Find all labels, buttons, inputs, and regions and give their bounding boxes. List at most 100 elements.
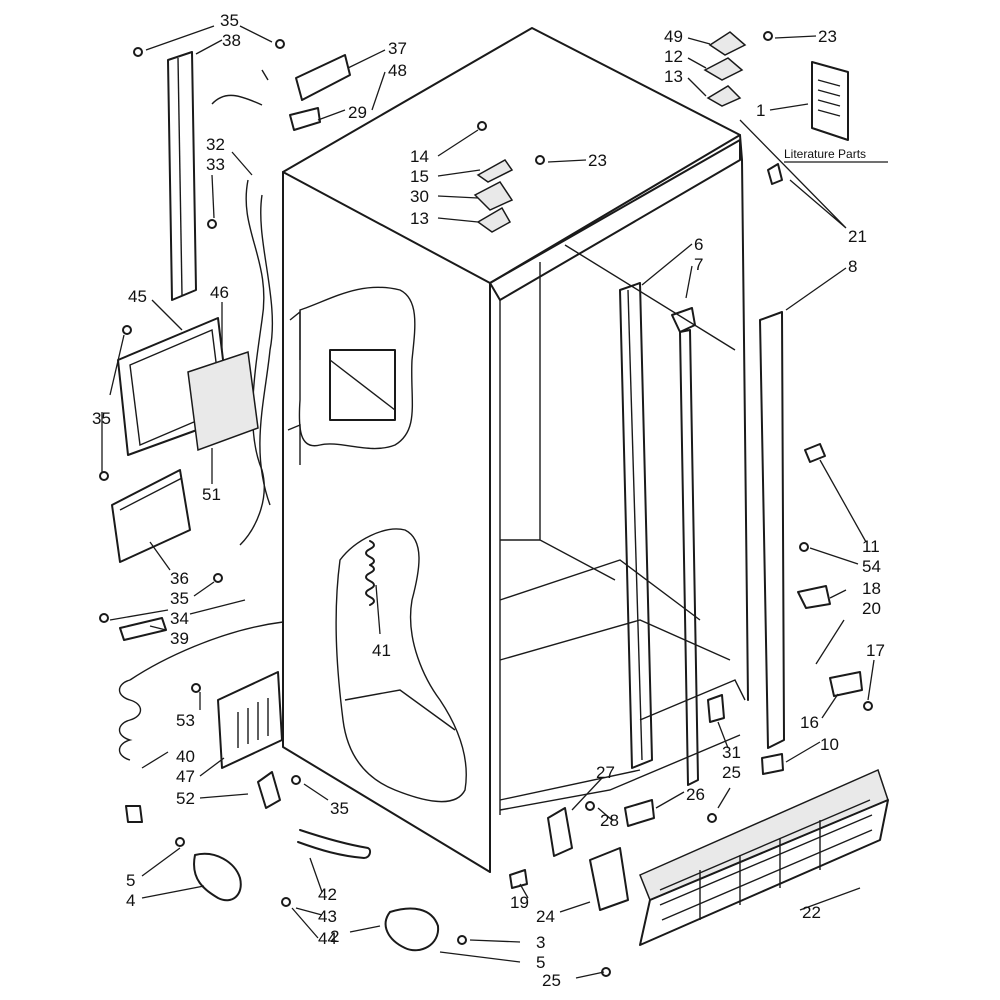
callout-18: 18 xyxy=(862,579,881,598)
hinge-13b xyxy=(706,85,742,107)
literature-parts-label: Literature Parts xyxy=(784,147,866,161)
tubing-42 xyxy=(297,829,372,859)
callout-46: 46 xyxy=(210,283,229,302)
connector-29 xyxy=(211,69,321,131)
power-cord-40 xyxy=(118,621,284,823)
callout-48: 48 xyxy=(388,61,407,80)
callout-36: 36 xyxy=(170,569,189,588)
callout-30: 30 xyxy=(410,187,429,206)
callout-28: 28 xyxy=(600,811,619,830)
callout-52: 52 xyxy=(176,789,195,808)
callout-16: 16 xyxy=(800,713,819,732)
callout-8: 8 xyxy=(848,257,857,276)
toe-grille-22 xyxy=(639,768,889,946)
callout-35: 35 xyxy=(330,799,349,818)
callout-4: 4 xyxy=(126,891,135,910)
callout-13: 13 xyxy=(664,67,683,86)
callout-40: 40 xyxy=(176,747,195,766)
cover-36 xyxy=(111,469,191,563)
hinge-16 xyxy=(829,671,863,697)
clip-11 xyxy=(804,443,826,463)
callout-7: 7 xyxy=(694,255,703,274)
callout-45: 45 xyxy=(128,287,147,306)
callout-35: 35 xyxy=(220,11,239,30)
callout-42: 42 xyxy=(318,885,337,904)
callout-1: 1 xyxy=(756,101,765,120)
callout-41: 41 xyxy=(372,641,391,660)
callout-34: 34 xyxy=(170,609,189,628)
callout-38: 38 xyxy=(222,31,241,50)
refrigerator-cabinet xyxy=(282,27,749,873)
bumper-10 xyxy=(761,753,784,775)
bracket-37 xyxy=(295,54,351,101)
callout-2: 2 xyxy=(330,927,339,946)
insulation-pad-46 xyxy=(187,351,259,452)
hinge-30 xyxy=(473,181,514,211)
callout-35: 35 xyxy=(170,589,189,608)
callout-25: 25 xyxy=(722,763,741,782)
callout-14: 14 xyxy=(410,147,429,166)
callout-31: 31 xyxy=(722,743,741,762)
hinge-15 xyxy=(476,159,514,183)
bracket-27 xyxy=(547,807,573,857)
callout-37: 37 xyxy=(388,39,407,58)
clamp-52 xyxy=(257,771,281,809)
callout-6: 6 xyxy=(694,235,703,254)
clip-39 xyxy=(119,617,167,641)
bracket-24 xyxy=(589,847,629,911)
callout-labels: 35 38 37 48 29 32 33 45 46 35 51 36 35 3… xyxy=(92,11,888,990)
callout-26: 26 xyxy=(686,785,705,804)
callout-35: 35 xyxy=(92,409,111,428)
wire-harness-32 xyxy=(239,179,274,546)
callout-5: 5 xyxy=(126,871,135,890)
callout-21: 21 xyxy=(848,227,867,246)
callout-49: 49 xyxy=(664,27,683,46)
callout-53: 53 xyxy=(176,711,195,730)
literature-booklet-1 xyxy=(811,61,849,141)
callout-43: 43 xyxy=(318,907,337,926)
divider-strip-7 xyxy=(671,307,699,786)
callout-29: 29 xyxy=(348,103,367,122)
plate-31 xyxy=(707,694,725,723)
channel-38 xyxy=(167,51,197,301)
callout-22: 22 xyxy=(802,903,821,922)
hinge-13a xyxy=(476,206,512,233)
callout-13: 13 xyxy=(410,209,429,228)
hinge-49 xyxy=(708,31,747,56)
callout-47: 47 xyxy=(176,767,195,786)
spring-41 xyxy=(365,540,375,606)
callout-44: 44 xyxy=(318,929,337,948)
screws xyxy=(99,31,873,977)
callout-20: 20 xyxy=(862,599,881,618)
callout-17: 17 xyxy=(866,641,885,660)
callout-33: 33 xyxy=(206,155,225,174)
callout-10: 10 xyxy=(820,735,839,754)
callout-23: 23 xyxy=(588,151,607,170)
callout-24: 24 xyxy=(536,907,555,926)
clip-21 xyxy=(767,163,783,185)
callout-51: 51 xyxy=(202,485,221,504)
electrical-box-47 xyxy=(217,671,283,769)
callout-11: 11 xyxy=(862,537,880,556)
roller-housing-4 xyxy=(193,852,242,902)
callout-15: 15 xyxy=(410,167,429,186)
callout-54: 54 xyxy=(862,557,881,576)
trim-strip-8 xyxy=(759,311,785,749)
callout-5: 5 xyxy=(536,953,545,972)
callout-25: 25 xyxy=(542,971,561,990)
callout-32: 32 xyxy=(206,135,225,154)
callout-39: 39 xyxy=(170,629,189,648)
callout-3: 3 xyxy=(536,933,545,952)
roller-housing-2 xyxy=(384,907,440,952)
trim-strip-6 xyxy=(619,282,653,769)
clip-26 xyxy=(624,799,655,827)
hinge-12 xyxy=(703,57,744,81)
callout-23: 23 xyxy=(818,27,837,46)
callout-19: 19 xyxy=(510,893,529,912)
hinge-bracket-18 xyxy=(797,585,831,609)
leader-lines xyxy=(101,25,875,979)
callout-27: 27 xyxy=(596,763,615,782)
clip-19 xyxy=(509,869,528,889)
